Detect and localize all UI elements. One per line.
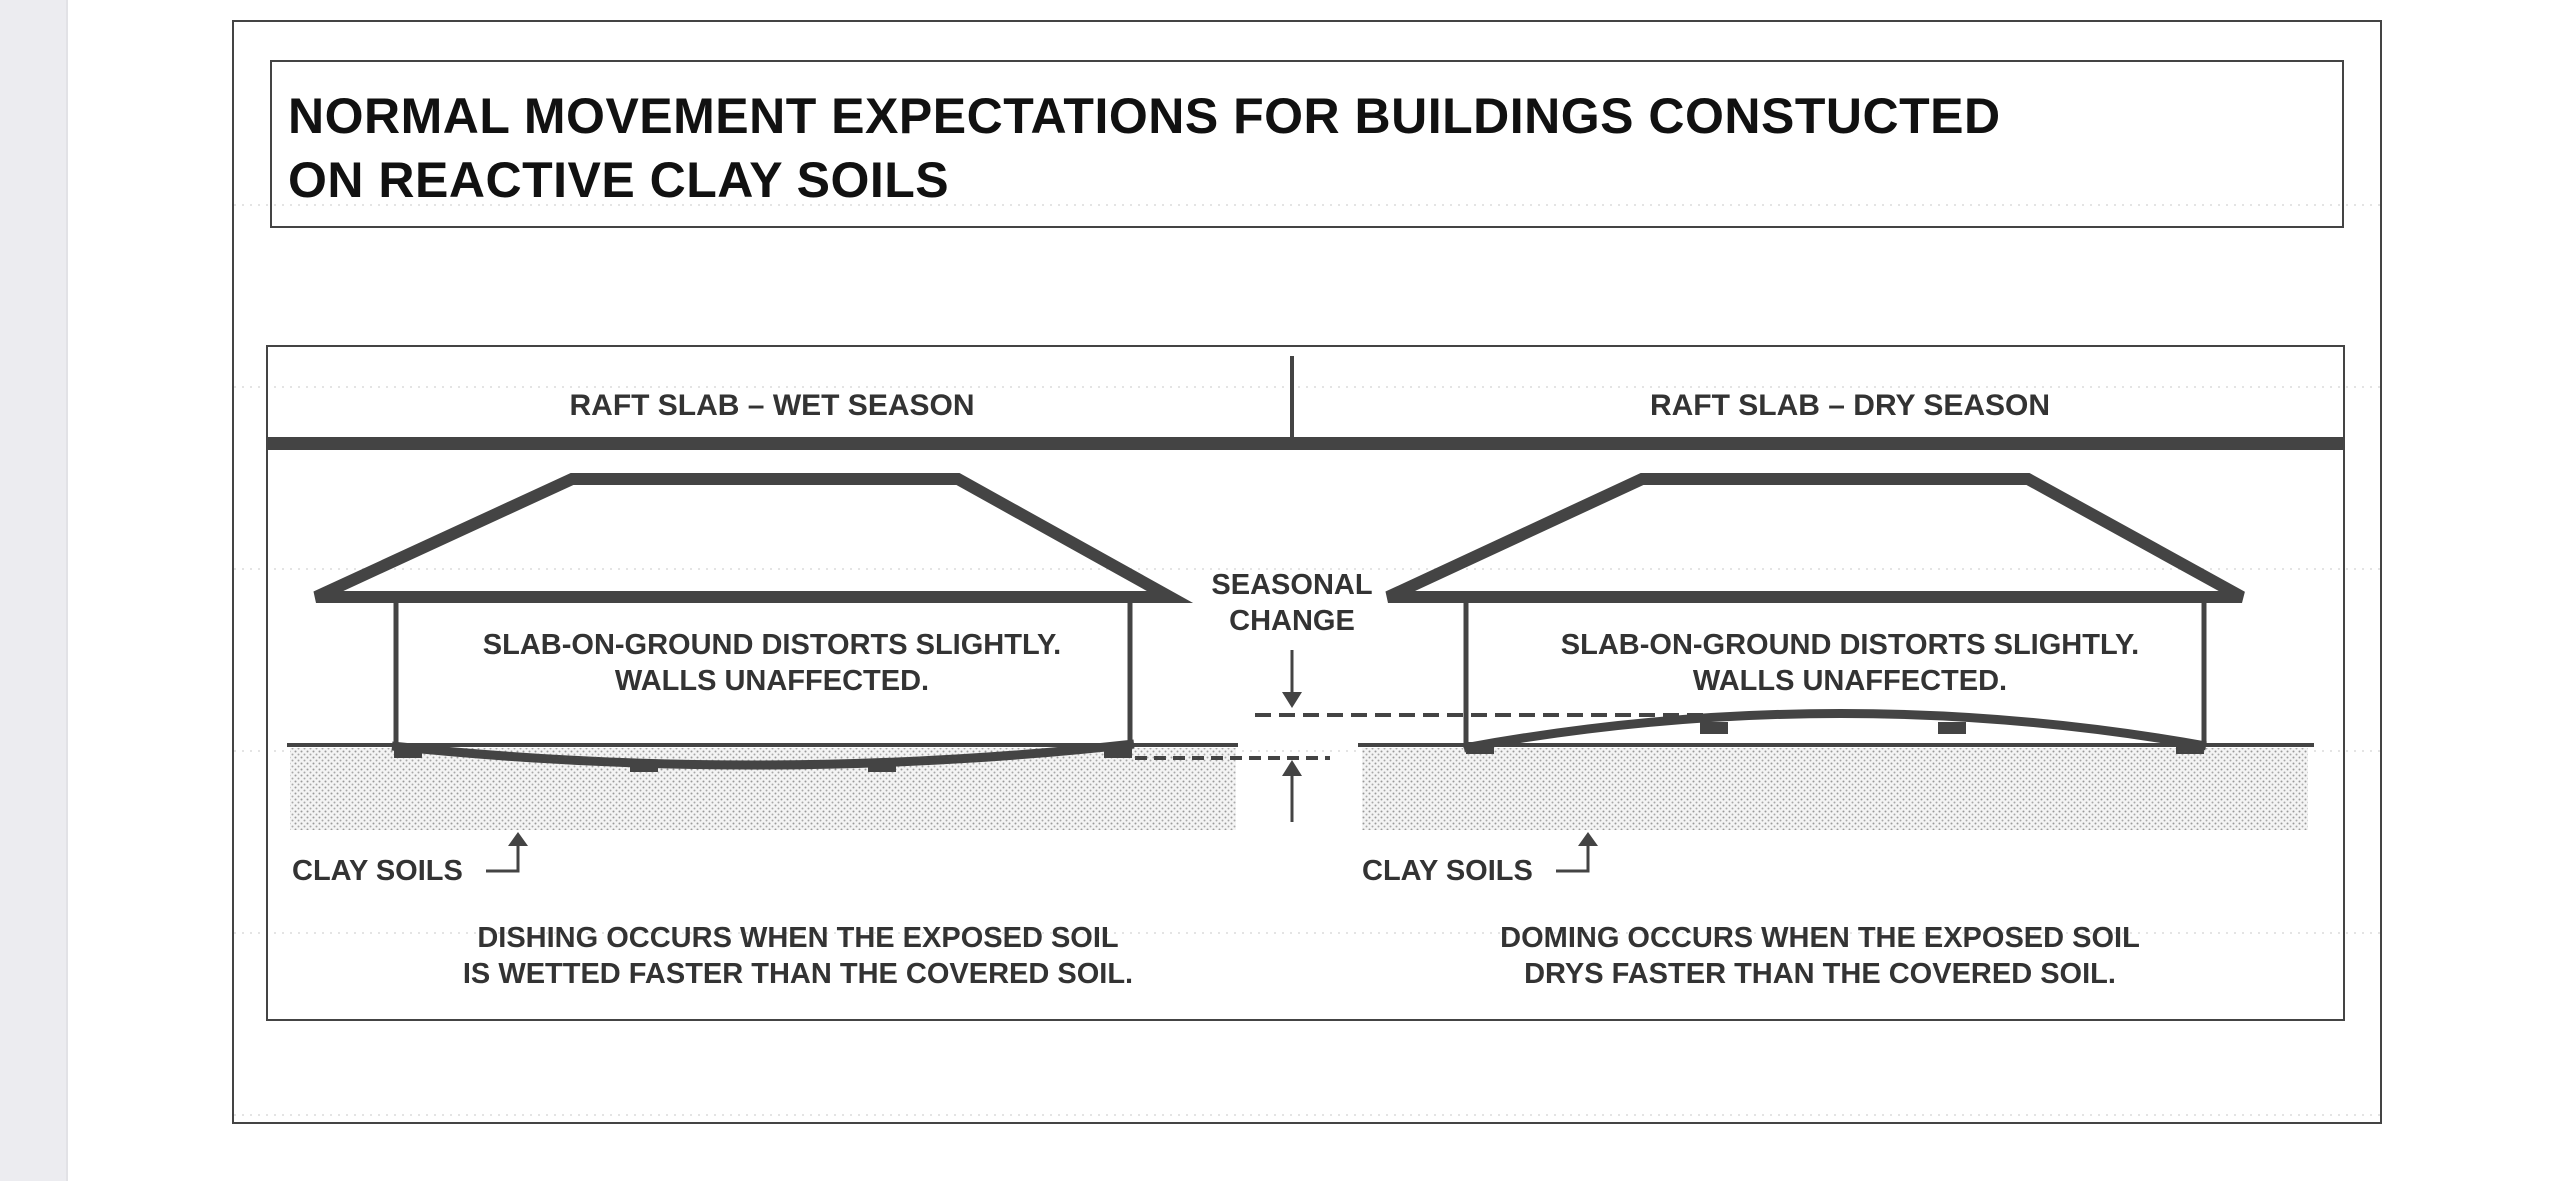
dry-footing (2176, 742, 2204, 754)
dry-clay-soils-label: CLAY SOILS (1362, 855, 1533, 887)
wet-season-header: RAFT SLAB – WET SEASON (569, 389, 974, 422)
dry-season-header: RAFT SLAB – DRY SEASON (1650, 389, 2050, 422)
diagram-frame (266, 345, 2345, 1021)
seasonal-change-label-line1: SEASONAL (1211, 569, 1372, 601)
title-box (270, 60, 2344, 228)
dry-season-panel: SLAB-ON-GROUND DISTORTS SLIGHTLY. WALLS … (1358, 473, 2314, 990)
dry-clay-soils-arrow (1556, 840, 1590, 873)
wet-caption-line1: DISHING OCCURS WHEN THE EXPOSED SOIL (477, 922, 1118, 954)
wet-season-panel: SLAB-ON-GROUND DISTORTS SLIGHTLY. WALLS … (287, 473, 1238, 990)
dry-footing (1938, 722, 1966, 734)
wet-soil (290, 748, 1236, 830)
drawing-sheet (232, 20, 2382, 1124)
wet-caption-line2: IS WETTED FASTER THAN THE COVERED SOIL. (463, 958, 1133, 990)
wet-footing (394, 746, 422, 758)
wet-footing (1104, 746, 1132, 758)
dry-roof (1385, 473, 2245, 603)
dry-soil (1362, 748, 2308, 830)
wet-dished-slab (391, 739, 1135, 770)
dry-footing (1700, 722, 1728, 734)
wet-clay-soils-arrow (486, 840, 520, 873)
wet-house-note-line2: WALLS UNAFFECTED. (615, 665, 929, 697)
wet-footing (630, 760, 658, 772)
diagram-title: NORMAL MOVEMENT EXPECTATIONS FOR BUILDIN… (288, 88, 2001, 208)
seasonal-down-arrowhead (1282, 692, 1302, 708)
seasonal-change-indicator: SEASONAL CHANGE (1135, 569, 1900, 822)
wet-footing (868, 760, 896, 772)
window-left-margin (0, 0, 68, 1181)
seasonal-up-arrowhead (1282, 760, 1302, 776)
dry-clay-soils-arrowhead (1578, 832, 1598, 846)
dry-house-note-line1: SLAB-ON-GROUND DISTORTS SLIGHTLY. (1561, 629, 2139, 661)
dry-house-note-line2: WALLS UNAFFECTED. (1693, 665, 2007, 697)
dry-domed-slab (1463, 709, 2207, 753)
wet-house-note-line1: SLAB-ON-GROUND DISTORTS SLIGHTLY. (483, 629, 1061, 661)
wet-clay-soils-label: CLAY SOILS (292, 855, 463, 887)
dry-footing (1466, 742, 1494, 754)
seasonal-change-label-line2: CHANGE (1229, 605, 1355, 637)
wet-roof (313, 473, 1194, 603)
dry-caption-line1: DOMING OCCURS WHEN THE EXPOSED SOIL (1500, 922, 2140, 954)
wet-clay-soils-arrowhead (508, 832, 528, 846)
dry-caption-line2: DRYS FASTER THAN THE COVERED SOIL. (1524, 958, 2116, 990)
header-divider-bar (267, 437, 2344, 450)
